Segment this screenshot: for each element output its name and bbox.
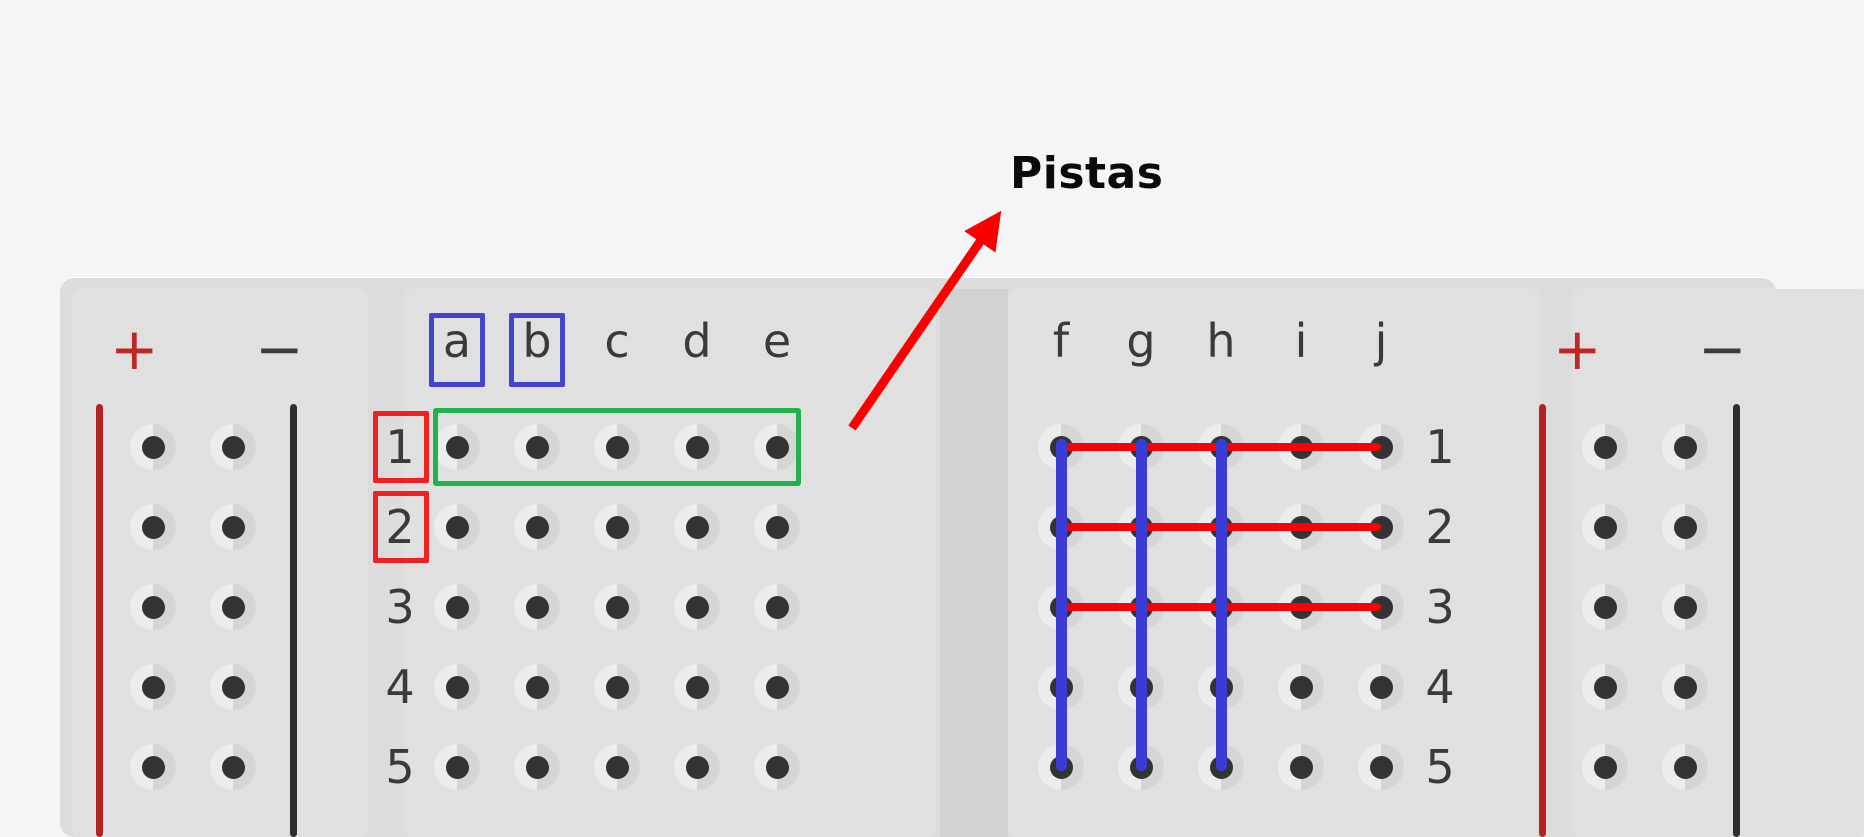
- power-rail-left-plus-sign: +: [110, 315, 159, 383]
- terminal-hole[interactable]: [514, 424, 560, 470]
- terminal-hole[interactable]: [434, 584, 480, 630]
- terminal-hole[interactable]: [754, 744, 800, 790]
- power-rail-left-positive-line: [96, 404, 103, 837]
- terminal-hole[interactable]: [434, 664, 480, 710]
- power-rail-left-minus-sign: −: [255, 315, 304, 383]
- row-label-left-1: 1: [385, 420, 415, 474]
- terminal-hole[interactable]: [674, 744, 720, 790]
- column-highlight-b: [509, 313, 565, 387]
- power-rail-right-minus-sign: −: [1698, 315, 1747, 383]
- terminal-hole[interactable]: [434, 744, 480, 790]
- terminal-hole[interactable]: [594, 664, 640, 710]
- column-label-e: e: [762, 314, 792, 368]
- terminal-hole[interactable]: [434, 504, 480, 550]
- terminal-hole[interactable]: [1278, 744, 1324, 790]
- terminal-hole[interactable]: [1358, 744, 1404, 790]
- terminal-hole[interactable]: [514, 584, 560, 630]
- terminal-hole[interactable]: [674, 424, 720, 470]
- row-label-left-5: 5: [385, 740, 415, 794]
- column-label-c: c: [604, 314, 630, 368]
- vertical-wire-column-g[interactable]: [1136, 439, 1147, 771]
- terminal-hole[interactable]: [1358, 664, 1404, 710]
- power-rail-right-hole[interactable]: [1582, 664, 1628, 710]
- column-label-f: f: [1052, 314, 1070, 368]
- terminal-hole[interactable]: [514, 664, 560, 710]
- power-rail-left-negative-line: [290, 404, 297, 837]
- row-label-left-3: 3: [385, 580, 415, 634]
- vertical-wire-column-f[interactable]: [1056, 439, 1067, 771]
- row-highlight-1: [373, 411, 429, 483]
- row-label-right-5: 5: [1425, 740, 1455, 794]
- terminal-hole[interactable]: [674, 504, 720, 550]
- power-rail-left-hole[interactable]: [130, 584, 176, 630]
- row-label-right-3: 3: [1425, 580, 1455, 634]
- terminal-hole[interactable]: [1278, 664, 1324, 710]
- column-label-b: b: [522, 314, 552, 368]
- terminal-hole[interactable]: [754, 504, 800, 550]
- terminal-hole[interactable]: [434, 424, 480, 470]
- annotation-label-pistas: Pistas: [1010, 148, 1164, 199]
- row-label-left-2: 2: [385, 500, 415, 554]
- power-rail-right-plus-sign: +: [1553, 315, 1602, 383]
- row-label-left-4: 4: [385, 660, 415, 714]
- column-label-h: h: [1206, 314, 1236, 368]
- track-highlight-row-1: [433, 408, 801, 486]
- power-rail-right-negative-line: [1733, 404, 1740, 837]
- power-rail-left-hole[interactable]: [130, 504, 176, 550]
- terminal-hole[interactable]: [1358, 504, 1404, 550]
- power-rail-right-hole[interactable]: [1662, 504, 1708, 550]
- power-rail-right-hole[interactable]: [1582, 744, 1628, 790]
- column-label-g: g: [1126, 314, 1156, 368]
- terminal-hole[interactable]: [1358, 424, 1404, 470]
- power-rail-right-hole[interactable]: [1582, 424, 1628, 470]
- breadboard: [60, 277, 1864, 837]
- terminal-hole[interactable]: [594, 424, 640, 470]
- column-label-d: d: [682, 314, 712, 368]
- power-rail-right-hole[interactable]: [1662, 664, 1708, 710]
- row-label-right-2: 2: [1425, 500, 1455, 554]
- column-label-a: a: [442, 314, 472, 368]
- terminal-hole[interactable]: [754, 424, 800, 470]
- power-rail-right-hole[interactable]: [1582, 584, 1628, 630]
- center-channel: [940, 289, 1008, 837]
- power-rail-left-hole[interactable]: [130, 744, 176, 790]
- power-rail-left-hole[interactable]: [210, 584, 256, 630]
- terminal-hole[interactable]: [754, 664, 800, 710]
- power-rail-right-hole[interactable]: [1662, 584, 1708, 630]
- power-rail-left-hole[interactable]: [130, 424, 176, 470]
- power-rail-left-hole[interactable]: [210, 424, 256, 470]
- terminal-strip-left-panel: [404, 289, 936, 837]
- power-rail-right-positive-line: [1539, 404, 1546, 837]
- power-rail-right-hole[interactable]: [1662, 744, 1708, 790]
- terminal-hole[interactable]: [514, 504, 560, 550]
- column-highlight-a: [429, 313, 485, 387]
- terminal-hole[interactable]: [594, 744, 640, 790]
- power-rail-left-hole[interactable]: [210, 664, 256, 710]
- row-label-right-1: 1: [1425, 420, 1455, 474]
- row-highlight-2: [373, 491, 429, 563]
- terminal-hole[interactable]: [594, 504, 640, 550]
- terminal-hole[interactable]: [674, 584, 720, 630]
- terminal-hole[interactable]: [514, 744, 560, 790]
- power-rail-left-panel: [72, 289, 368, 837]
- power-rail-left-hole[interactable]: [210, 504, 256, 550]
- column-label-i: i: [1294, 314, 1308, 368]
- terminal-hole[interactable]: [674, 664, 720, 710]
- power-rail-left-hole[interactable]: [130, 664, 176, 710]
- power-rail-right-hole[interactable]: [1582, 504, 1628, 550]
- terminal-hole[interactable]: [754, 584, 800, 630]
- terminal-hole[interactable]: [594, 584, 640, 630]
- power-rail-left-hole[interactable]: [210, 744, 256, 790]
- terminal-strip-right-panel: [1008, 289, 1540, 837]
- column-label-j: j: [1374, 314, 1388, 368]
- power-rail-right-hole[interactable]: [1662, 424, 1708, 470]
- vertical-wire-column-h[interactable]: [1216, 439, 1227, 771]
- row-label-right-4: 4: [1425, 660, 1455, 714]
